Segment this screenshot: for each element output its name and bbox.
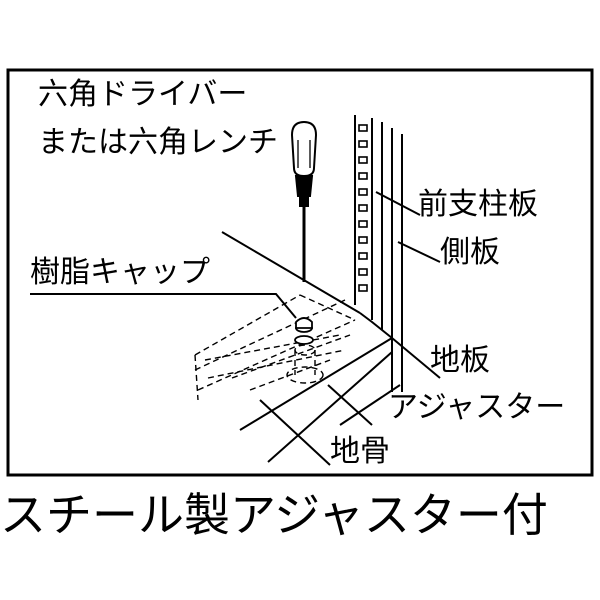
resin-cap-icon [294, 317, 314, 345]
label-front-post: 前支柱板 [418, 187, 538, 222]
label-resin-cap: 樹脂キャップ [30, 255, 210, 290]
floor-plate [221, 231, 403, 463]
label-base-frame: 地骨 [330, 434, 390, 469]
hidden-base-frame [194, 294, 356, 401]
leader-lines [30, 191, 441, 466]
label-hex-driver-line1: 六角ドライバー [38, 77, 248, 112]
front-post-panel [354, 115, 383, 330]
label-adjuster: アジャスター [388, 390, 566, 425]
label-hex-driver-line2: または六角レンチ [38, 125, 278, 160]
diagram-border [6, 68, 594, 477]
hex-driver-icon [290, 120, 318, 282]
label-side-panel: 側板 [440, 235, 500, 270]
side-panel [391, 128, 403, 385]
front-post-holes [358, 124, 368, 292]
label-floor-panel: 地板 [430, 343, 490, 378]
caption-steel-adjuster: スチール製アジャスター付 [0, 488, 548, 542]
